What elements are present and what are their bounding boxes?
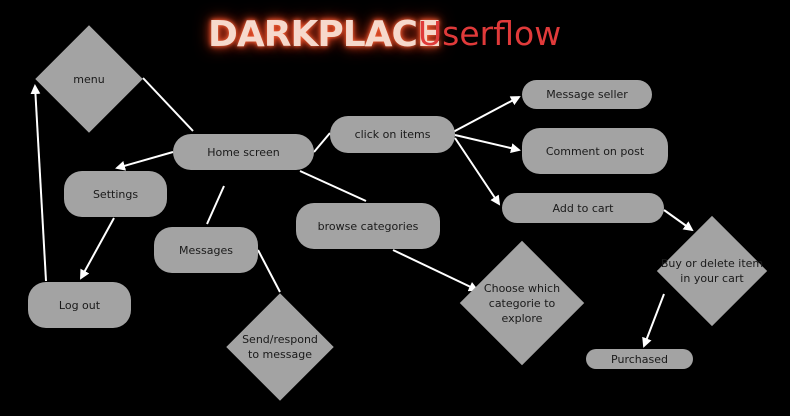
edge-click-add-cart (454, 137, 501, 206)
menu-label: menu (73, 72, 105, 86)
comment-on-post-node: Comment on post (522, 128, 668, 174)
diagram-title: Userflow (418, 13, 562, 53)
send-respond-label: Send/respond to message (242, 333, 318, 361)
edge-messages-send (257, 249, 281, 293)
edge-home-browse (299, 170, 367, 202)
purchased-node: Purchased (586, 349, 693, 369)
edge-menu-home (142, 77, 194, 132)
edge-buy-purchased (642, 293, 665, 348)
browse-categories-node: browse categories (296, 203, 440, 249)
edge-home-messages (206, 185, 225, 225)
edge-logout-menu (30, 84, 47, 282)
log-out-node: Log out (28, 282, 131, 328)
edge-browse-choose (392, 249, 479, 292)
click-on-items-node: click on items (330, 116, 455, 153)
choose-categorie-label: Choose which categorie to explore (483, 281, 561, 325)
settings-node: Settings (64, 171, 167, 217)
home-screen-node: Home screen (173, 134, 314, 170)
add-to-cart-node: Add to cart (502, 193, 664, 223)
darkplace-logo: DARKPLACE (208, 13, 442, 55)
edge-home-click (313, 132, 331, 153)
messages-node: Messages (154, 227, 258, 273)
edge-click-message-seller (452, 96, 521, 133)
buy-or-delete-label: Buy or delete item in your cart (660, 257, 764, 285)
edge-click-comment (454, 134, 521, 154)
edge-settings-logout (80, 217, 115, 280)
message-seller-node: Message seller (522, 80, 652, 109)
edge-addcart-buy (663, 209, 694, 232)
edge-home-settings (115, 151, 174, 171)
